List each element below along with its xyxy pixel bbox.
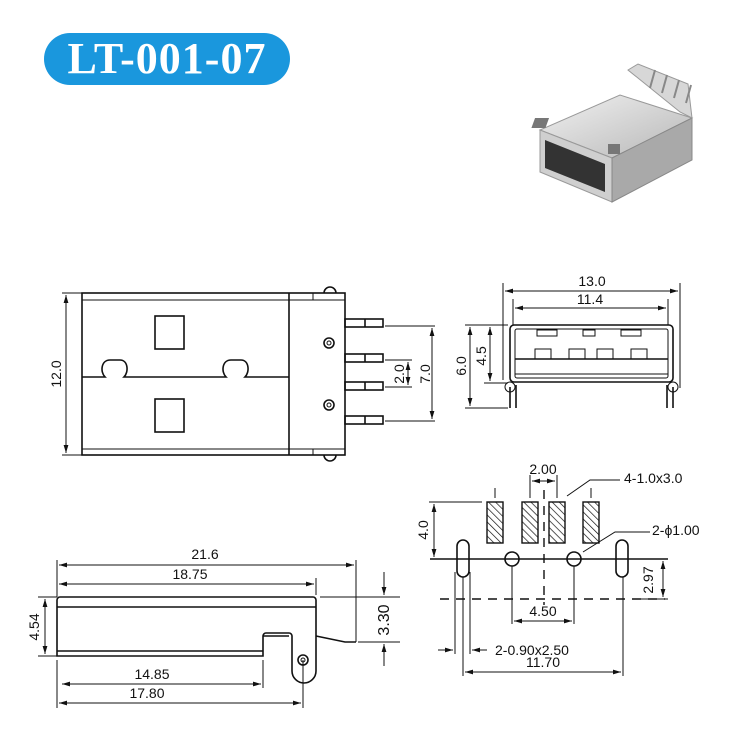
usb-a-male-connector-photo <box>531 63 694 203</box>
dim-pad-to-hole: 4.0 <box>415 520 431 540</box>
side-view: 21.6 18.75 4.54 3.30 14.85 17.80 <box>26 546 400 708</box>
dim-pad-pitch: 2.00 <box>529 461 556 477</box>
pcb-footprint: 4.0 2.97 2.00 4-1.0x3.0 2-ϕ1.00 4.50 2-0… <box>415 461 700 676</box>
dim-slot-spacing: 11.70 <box>526 654 560 670</box>
dim-hole-position: 17.80 <box>129 685 164 701</box>
label-pad-spec: 4-1.0x3.0 <box>624 470 683 486</box>
dim-hole-spacing: 4.50 <box>529 603 556 619</box>
dim-pin-pitch: 2.0 <box>391 364 407 384</box>
end-view: 13.0 11.4 6.0 4.5 <box>453 273 681 409</box>
dim-overall-length: 21.6 <box>191 546 218 562</box>
dim-body-height: 4.54 <box>26 613 42 640</box>
model-title-badge: LT-001-07 <box>44 33 290 85</box>
dim-pin-height: 3.30 <box>376 604 393 635</box>
dim-shell-height: 4.5 <box>473 346 489 366</box>
top-view: 12.0 7.0 2.0 <box>48 286 435 462</box>
dim-width-12: 12.0 <box>48 360 64 387</box>
dim-overall-height: 6.0 <box>453 356 469 376</box>
label-hole-spec: 2-ϕ1.00 <box>652 522 700 538</box>
dim-body-length: 18.75 <box>172 566 207 582</box>
dim-pin-span: 7.0 <box>417 364 433 384</box>
dim-overall-width: 13.0 <box>578 273 605 289</box>
label-slot-spec: 2-0.90x2.50 <box>495 642 569 658</box>
dim-slot-offset: 2.97 <box>640 566 656 593</box>
dim-inner-width: 11.4 <box>577 291 603 307</box>
dim-notch-length: 14.85 <box>134 666 169 682</box>
